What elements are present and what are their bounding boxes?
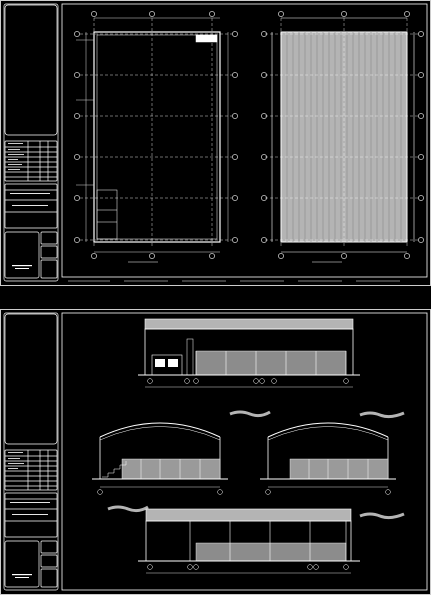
drawing-sheet-2 (0, 309, 431, 595)
sheet-2-drawing (0, 309, 431, 595)
floor-plan-view (76, 17, 232, 253)
cross-section-right-view (260, 411, 405, 495)
sheet-1-drawing (0, 0, 431, 286)
title-block-sheet-1 (3, 3, 59, 282)
roof-plan-view (261, 11, 424, 263)
cross-section-left-view (92, 410, 271, 495)
drawing-frame-sheet-1 (61, 3, 428, 278)
drawing-sheet-1 (0, 0, 431, 286)
drawing-frame-sheet-2 (61, 312, 428, 591)
front-elevation-view (138, 318, 360, 388)
title-block-text-marks (8, 143, 50, 269)
title-block-sheet-2 (3, 312, 59, 591)
floor-plan-axis-bubbles (74, 11, 238, 259)
rear-elevation-view (107, 505, 405, 574)
